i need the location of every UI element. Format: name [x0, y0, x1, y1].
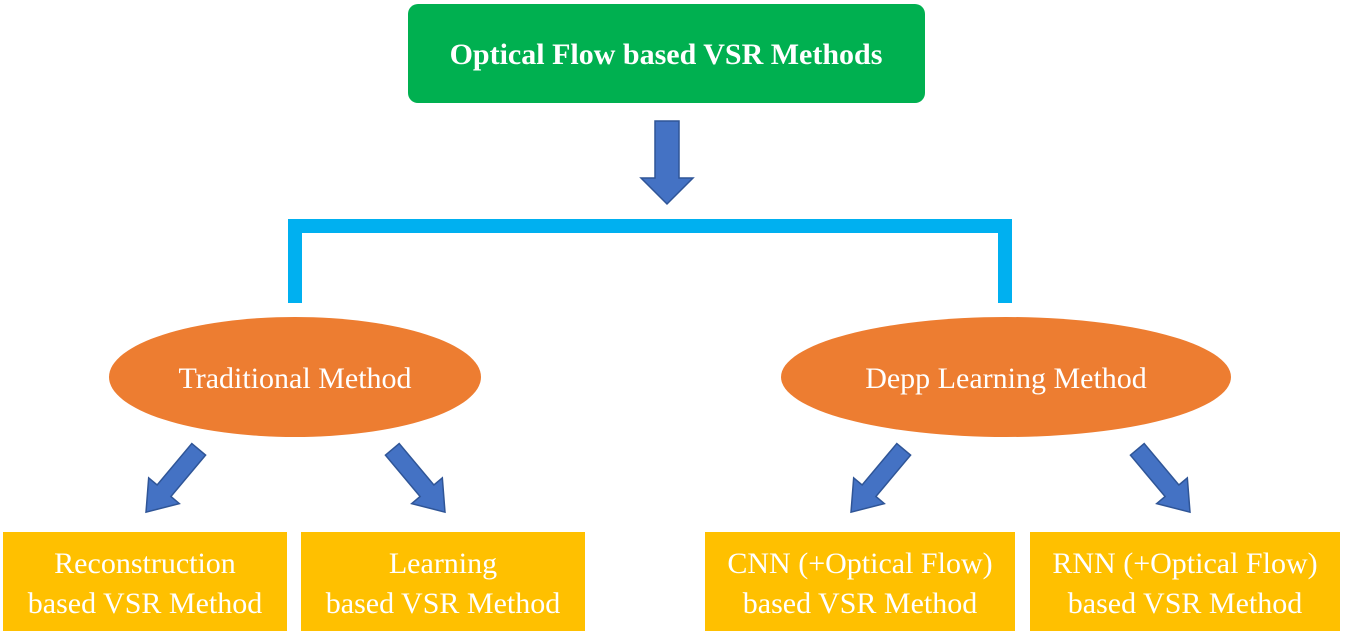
leaf-reconstruction: Reconstruction based VSR Method	[3, 532, 287, 631]
diagonal-arrow-icon	[145, 442, 207, 514]
leaf-label-line2: based VSR Method	[1068, 587, 1302, 620]
category-label: Depp Learning Method	[865, 362, 1147, 395]
diagonal-arrow-icon	[1129, 442, 1191, 514]
leaf-label-line1: Learning	[389, 547, 497, 580]
category-ellipse	[109, 317, 481, 437]
leaf-label-line2: based VSR Method	[28, 587, 262, 620]
branch-bracket	[288, 219, 1012, 303]
down-arrow-icon	[639, 120, 695, 206]
category-ellipse	[781, 317, 1231, 437]
root-label: Optical Flow based VSR Methods	[450, 38, 883, 71]
root-node: Optical Flow based VSR Methods	[408, 4, 925, 103]
diagonal-arrow-icon	[384, 442, 446, 514]
leaf-box	[301, 532, 585, 631]
leaf-cnn: CNN (+Optical Flow) based VSR Method	[705, 532, 1015, 631]
root-box	[408, 4, 925, 103]
category-traditional: Traditional Method	[109, 317, 481, 437]
leaf-label-line2: based VSR Method	[743, 587, 977, 620]
diagonal-arrow-icon	[850, 442, 912, 514]
category-deep-learning: Depp Learning Method	[781, 317, 1231, 437]
leaf-box	[705, 532, 1015, 631]
leaf-box	[1030, 532, 1340, 631]
leaf-learning: Learning based VSR Method	[301, 532, 585, 631]
leaf-label-line1: Reconstruction	[54, 547, 236, 580]
category-label: Traditional Method	[178, 362, 411, 395]
leaf-label-line1: CNN (+Optical Flow)	[727, 547, 992, 580]
leaf-rnn: RNN (+Optical Flow) based VSR Method	[1030, 532, 1340, 631]
leaf-label-line2: based VSR Method	[326, 587, 560, 620]
leaf-label-line1: RNN (+Optical Flow)	[1052, 547, 1317, 580]
leaf-box	[3, 532, 287, 631]
